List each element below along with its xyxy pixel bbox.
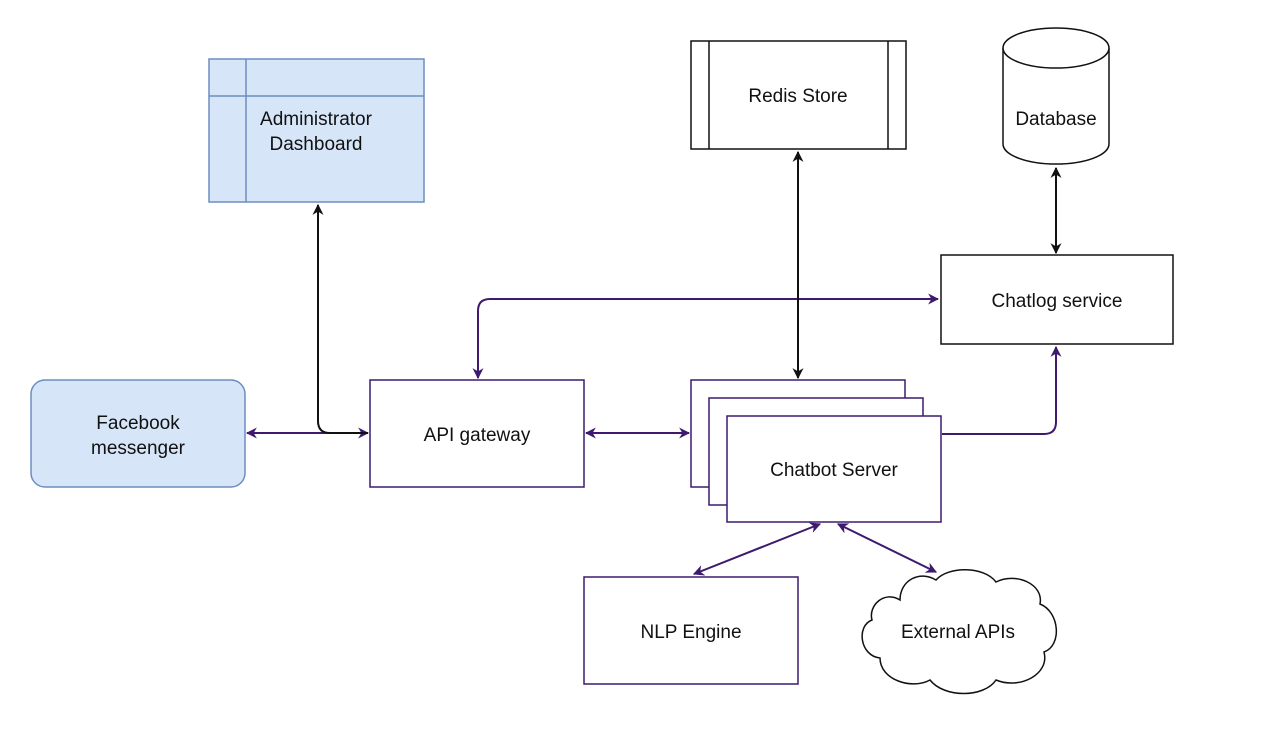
chatlog-service-label: Chatlog service <box>992 291 1123 312</box>
node-redis-store: Redis Store <box>690 40 907 150</box>
node-api-gateway: API gateway <box>369 379 585 488</box>
node-database: Database <box>1002 27 1110 165</box>
node-nlp-engine: NLP Engine <box>583 576 799 685</box>
facebook-messenger-label-line1: Facebook <box>96 413 180 434</box>
external-apis-label: External APIs <box>901 622 1015 643</box>
node-chatbot-server: Chatbot Server <box>690 379 942 523</box>
edges <box>245 150 1062 576</box>
edge-api-gateway-admin-dashboard <box>312 203 368 434</box>
api-gateway-label: API gateway <box>424 425 531 446</box>
admin-dashboard-label-line1: Administrator <box>260 109 373 130</box>
redis-store-label: Redis Store <box>748 86 847 107</box>
node-facebook-messenger: Facebook messenger <box>30 379 246 488</box>
edge-chatbot-server-nlp-engine <box>692 522 822 576</box>
edge-chatbot-server-chatlog-service <box>942 345 1062 435</box>
edge-api-gateway-chatlog-service <box>472 293 940 380</box>
cloud-icon <box>861 569 1058 695</box>
node-administrator-dashboard: Administrator Dashboard <box>208 58 425 203</box>
facebook-messenger-label-line2: messenger <box>91 438 186 459</box>
node-chatlog-service: Chatlog service <box>940 254 1174 345</box>
edge-chatbot-server-external-apis <box>837 523 937 573</box>
nlp-engine-label: NLP Engine <box>640 622 741 643</box>
admin-dashboard-label-line2: Dashboard <box>270 134 363 155</box>
node-external-apis: External APIs <box>861 569 1058 695</box>
chatbot-server-label: Chatbot Server <box>770 460 898 481</box>
database-label: Database <box>1015 109 1096 130</box>
